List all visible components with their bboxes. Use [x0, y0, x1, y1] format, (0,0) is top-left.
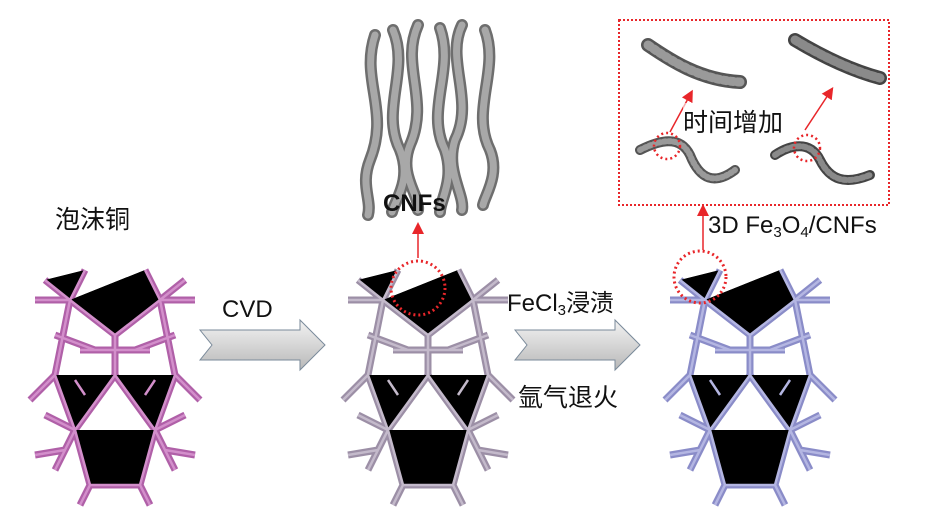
fecl3-subscript: 3 — [557, 302, 567, 319]
cnfs-label: CNFs — [383, 190, 446, 217]
product-zoom-circle — [672, 249, 728, 305]
copper-foam-structure — [30, 270, 200, 505]
inset-arrow-right — [804, 86, 834, 131]
cvd-label: CVD — [222, 296, 273, 323]
fe3o4-cnf-foam-structure — [665, 270, 835, 505]
inset-box — [618, 19, 890, 206]
copper-foam-label: 泡沫铜 — [55, 205, 131, 234]
cnf-fiber-bundle — [360, 19, 500, 221]
product-label: 3D Fe3O4/CNFs — [708, 212, 877, 240]
cnf-coated-foam-structure — [343, 270, 513, 505]
cnf-zoom-circle — [389, 259, 447, 317]
fecl3-process-arrow — [513, 318, 641, 372]
time-increase-label: 时间增加 — [683, 103, 784, 139]
product-suffix: /CNFs — [808, 212, 877, 239]
inset-nanorod-fiber-short-time — [635, 38, 747, 184]
cvd-process-arrow — [198, 318, 326, 372]
argon-anneal-label: 氩气退火 — [518, 383, 619, 412]
inset-zoom-circle-left — [652, 131, 682, 161]
product-oxygen: O — [781, 212, 801, 239]
impregnation-text: 浸渍 — [566, 289, 615, 317]
inset-nanoparticle-fiber-long-time — [770, 33, 887, 185]
product-subscript-2: 4 — [800, 224, 809, 241]
inset-arrow-left — [669, 89, 693, 133]
fecl3-impregnation-label: FeCl3浸渍 — [507, 283, 614, 318]
product-subscript-1: 3 — [773, 224, 782, 241]
product-prefix: 3D Fe — [708, 212, 774, 239]
inset-zoom-circle-right — [792, 133, 822, 163]
fecl3-text: FeCl — [507, 290, 558, 317]
